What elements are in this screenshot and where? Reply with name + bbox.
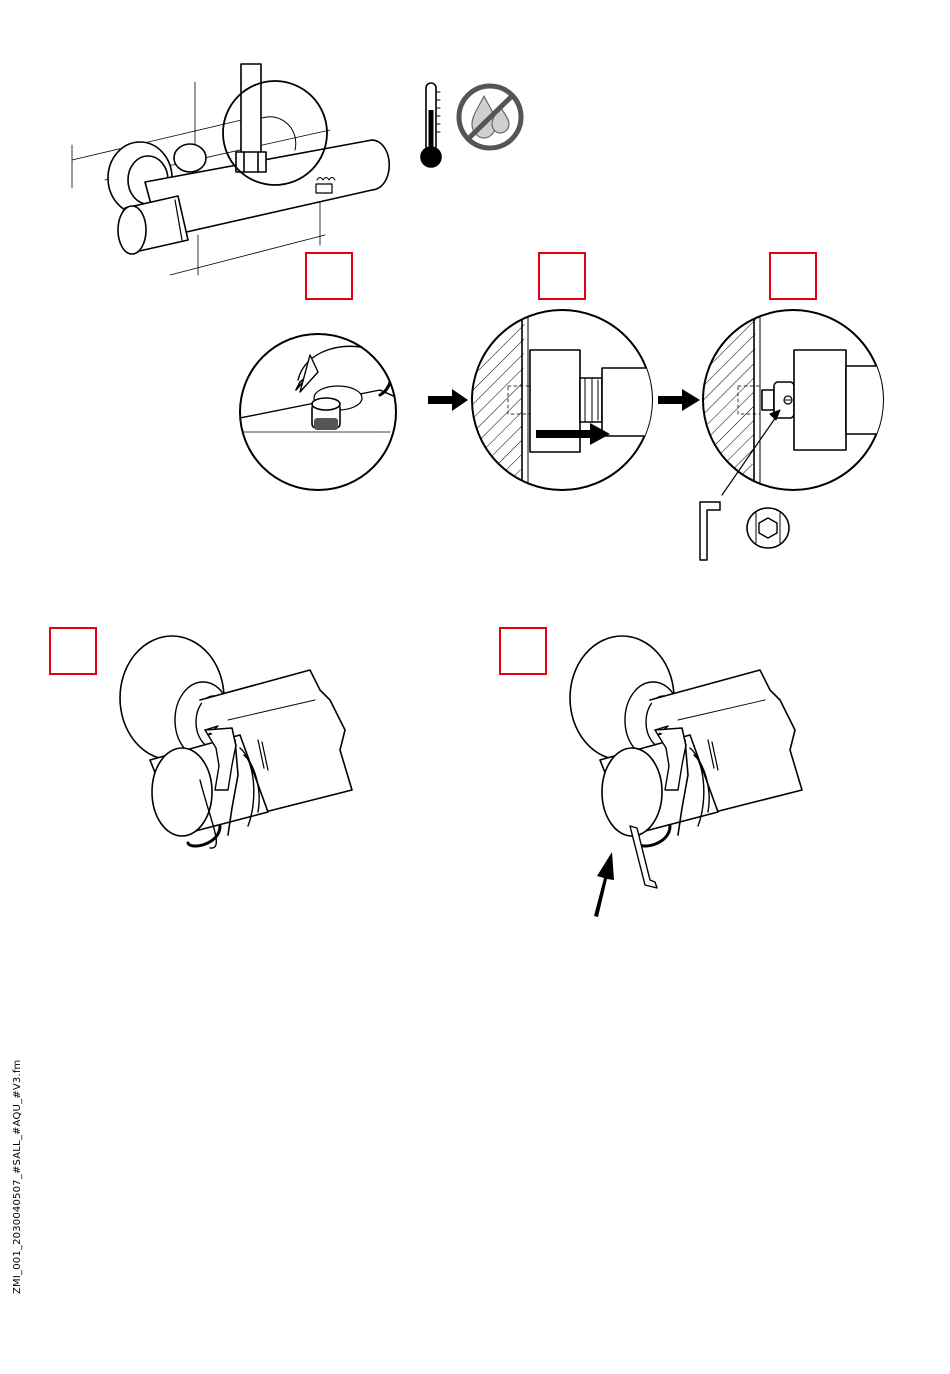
- step-box-4: [49, 627, 97, 675]
- no-water-icon: [459, 86, 521, 148]
- arrow-right-1: [428, 389, 468, 411]
- step-b-detail: [240, 334, 420, 490]
- allen-key-icon: [700, 502, 720, 560]
- hex-socket-icon: [747, 508, 789, 548]
- faucet-overview: [72, 64, 389, 275]
- rotate-cap-key-illustration: [570, 636, 802, 917]
- step-box-2: [538, 252, 586, 300]
- rotate-cap-illustration: [120, 636, 352, 848]
- document-file-label: ZMI_001_2030040507_#SALL_#AQU_#V3.fm: [12, 1060, 23, 1295]
- step-box-1: [305, 252, 353, 300]
- step-c-detail: [472, 310, 662, 490]
- step-box-3: [769, 252, 817, 300]
- step-d-detail: [703, 310, 896, 490]
- step-box-5: [499, 627, 547, 675]
- arrow-right-2: [658, 389, 700, 411]
- thermometer-icon: [421, 83, 441, 167]
